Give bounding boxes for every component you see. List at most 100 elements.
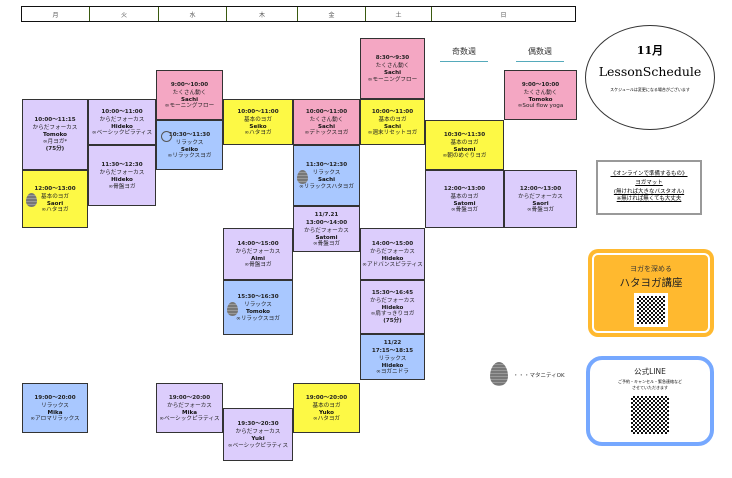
lesson-instructor: Yuko: [318, 409, 335, 416]
lesson-time: 11:30〜12:30: [305, 162, 348, 169]
lesson-instructor: Sachi: [317, 177, 336, 184]
lesson-course: ∞朝のめぐりヨガ: [442, 153, 487, 160]
online-title: 《オンラインで準備するもの》: [610, 171, 688, 177]
lesson-course: ∞ハタヨガ: [312, 416, 341, 423]
lesson-type: たくさん動く: [309, 116, 344, 123]
lesson-time: 10:30〜11:30: [168, 131, 211, 138]
lesson-instructor: Hideko: [381, 255, 404, 262]
lesson-instructor: Tomoko: [528, 96, 553, 103]
lesson-course: ∞アドバンスピラティス: [362, 262, 423, 269]
lesson-instructor: Sachi: [180, 96, 199, 103]
lesson-course: ∞骨盤ヨガ: [244, 262, 272, 269]
hatha-title: ハタヨガ講座: [619, 277, 683, 289]
month-title: 11月: [636, 44, 664, 57]
qr-code-icon[interactable]: [630, 395, 670, 435]
lesson-course: ∞骨盤ヨガ: [108, 183, 136, 190]
lesson-type: からだフォーカス: [99, 170, 145, 177]
lesson-instructor: Hideko: [381, 304, 404, 311]
lesson-type: からだフォーカス: [99, 116, 145, 123]
lesson-type: からだフォーカス: [32, 125, 78, 132]
hatha-course-card[interactable]: ヨガを深める ハタヨガ講座: [588, 249, 714, 337]
lesson-date: 11/22: [383, 339, 402, 346]
day-wed: 水: [159, 7, 227, 21]
lesson-time: 10:00〜11:15: [34, 117, 76, 124]
lesson-instructor: Mika: [182, 409, 197, 416]
lesson-type: リラックス: [312, 170, 341, 177]
lesson-instructor: Seiko: [180, 146, 199, 153]
lesson-time: 19:00〜20:00: [168, 394, 211, 401]
lesson-type: リラックス: [175, 139, 204, 146]
lesson-instructor: Saori: [46, 200, 64, 207]
lesson-course: ∞デトックスヨガ: [304, 130, 349, 137]
line-title: 公式LINE: [634, 367, 666, 376]
lesson-instructor: Satomi: [453, 146, 476, 153]
egg-icon: [227, 301, 238, 316]
line-card[interactable]: 公式LINE ご予約・キャンセル・緊急連絡など させていただきます: [586, 356, 714, 446]
lesson-instructor: Hideko: [381, 363, 404, 370]
lesson-type: からだフォーカス: [304, 227, 349, 234]
lesson-type: 基本のヨガ: [450, 139, 479, 146]
lesson-type: からだフォーカス: [370, 297, 415, 304]
lesson-time: 10:30〜11:30: [443, 131, 486, 138]
lesson-type: たくさん動く: [523, 89, 558, 96]
lesson-course: ∞週末リセットヨガ: [367, 130, 418, 137]
lesson-time: 12:00〜13:00: [519, 185, 562, 192]
lesson-type: からだフォーカス: [370, 248, 415, 255]
lesson-time: 19:30〜20:30: [237, 421, 279, 428]
egg-icon: [26, 193, 37, 207]
lesson-type: からだフォーカス: [167, 402, 212, 409]
lesson-time: 17:15〜18:15: [371, 347, 414, 354]
lesson-time: 10:00〜11:00: [101, 108, 143, 115]
maternity-legend: ・・・マタニティOK: [513, 373, 565, 379]
lesson-course: ∞ハタヨガ: [41, 207, 69, 214]
lesson-duration: (75分): [383, 318, 402, 325]
lesson-course: ∞リラックスヨガ: [167, 153, 212, 160]
lesson-time: 14:00〜15:00: [371, 240, 414, 247]
lesson-instructor: Sachi: [383, 123, 402, 130]
online-items-note: 《オンラインで準備するもの》 ヨガマット (無ければ大きなバスタオル) ※無けれ…: [596, 160, 702, 215]
day-thu: 木: [227, 7, 298, 21]
lesson-type: からだフォーカス: [235, 248, 281, 255]
lesson-time: 15:30〜16:30: [237, 294, 279, 301]
lesson-course: ∞ベーシックピラティス: [227, 442, 289, 449]
lesson-course: ∞Soul flow yoga: [517, 103, 564, 110]
day-tue: 火: [90, 7, 159, 21]
lesson-type: たくさん動く: [375, 63, 410, 70]
lesson-time: 11:30〜12:30: [101, 162, 143, 169]
lesson-time: 19:00〜20:00: [34, 394, 76, 401]
day-fri: 金: [298, 7, 366, 21]
lesson-instructor: Tomoko: [43, 132, 67, 139]
lesson-time: 9:00〜10:00: [521, 81, 560, 88]
day-sat: 土: [366, 7, 432, 21]
lesson-instructor: Aimi: [251, 255, 265, 262]
qr-code-icon[interactable]: [634, 293, 668, 327]
hatha-subtitle: ヨガを深める: [630, 265, 672, 273]
lesson-instructor: Tomoko: [246, 309, 270, 316]
lesson-instructor: Satomi: [315, 235, 338, 242]
